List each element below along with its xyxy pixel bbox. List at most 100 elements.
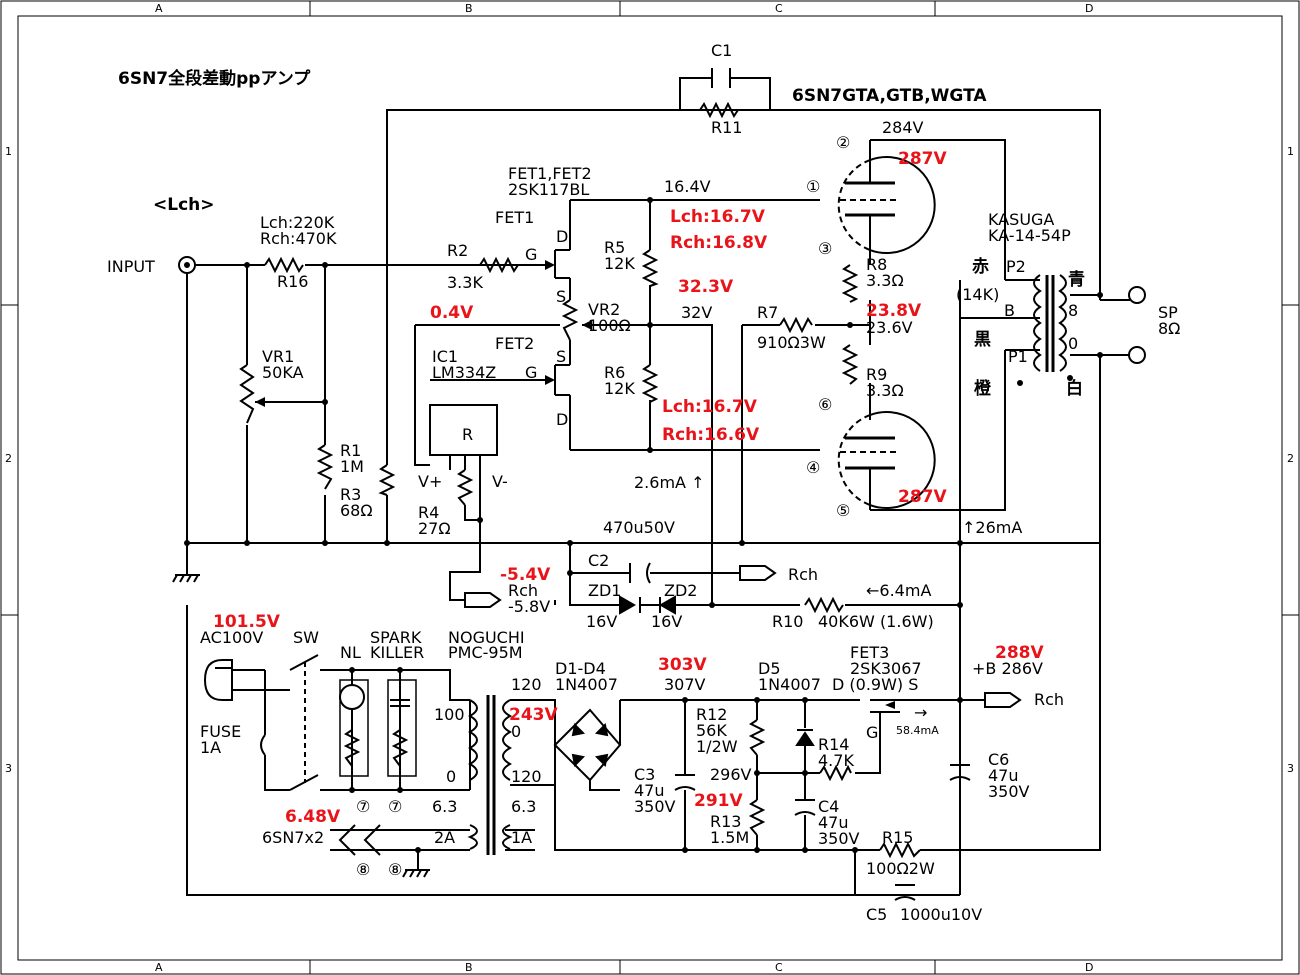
r15-resistor — [879, 841, 921, 859]
measured-04v: 0.4V — [430, 303, 474, 323]
c2-label: C2 — [588, 551, 609, 570]
grid-col-d-bottom: D — [1085, 961, 1093, 974]
ic1-part: LM334Z — [432, 363, 496, 382]
fet1-g: G — [525, 245, 537, 264]
winding-orange: 橙 — [974, 378, 992, 399]
diodes — [571, 595, 815, 768]
r15-label: R15 — [882, 828, 913, 847]
rch-m58-value: -5.8V — [508, 597, 550, 616]
r6-label: R6 — [604, 363, 625, 382]
spark-label: SPARK — [370, 628, 422, 647]
fet-symbols — [554, 249, 900, 725]
heater-2a: 2A — [434, 828, 455, 847]
r11-resistor — [699, 101, 739, 119]
r5-resistor — [641, 249, 659, 287]
current-26ma-b: ↑26mA — [962, 518, 1022, 537]
r7-label: R7 — [757, 303, 778, 322]
current-64ma: ←6.4mA — [866, 581, 931, 600]
r13-resistor — [748, 799, 766, 836]
r14-value: 4.7K — [818, 751, 854, 770]
ground-symbol-heater — [402, 869, 430, 878]
r8-value: 3.3Ω — [866, 271, 904, 290]
measured-m54v: -5.4V — [500, 565, 551, 585]
secondary-0: 0 — [511, 722, 521, 741]
ka-part-label: KA-14-54P — [988, 226, 1071, 245]
r1-label: R1 — [340, 441, 361, 460]
fet2-d: D — [556, 410, 568, 429]
winding-white: 白 — [1066, 378, 1083, 399]
sp-terminal-plus[interactable] — [1128, 286, 1146, 304]
pmc-label: PMC-95M — [448, 643, 523, 662]
ic1-vplus: V+ — [418, 472, 442, 491]
page-title: 6SN7全段差動ppアンプ — [118, 68, 311, 89]
ic1-label: IC1 — [432, 347, 458, 366]
measured-243v: 243V — [509, 705, 558, 725]
grid-row-3: 3 — [5, 762, 12, 775]
fet12-label: FET1,FET2 — [508, 164, 592, 183]
impedance-14k: (14K) — [956, 285, 999, 304]
lch-220k-label: Lch:220K — [260, 213, 335, 232]
r10-resistor — [804, 596, 844, 614]
v164-label: 16.4V — [664, 177, 711, 196]
kasuga-label: KASUGA — [988, 210, 1054, 229]
c5-label: C5 — [866, 905, 887, 924]
rch-label-3: Rch — [1034, 690, 1064, 709]
r7-value: 910Ω3W — [757, 333, 826, 352]
b-label: B — [1004, 301, 1015, 320]
p1-label: P1 — [1008, 347, 1028, 366]
measured-303v: 303V — [658, 655, 707, 675]
sp-terminal-minus[interactable] — [1128, 346, 1146, 364]
fet3-current: 58.4mA — [896, 724, 939, 737]
c1-label: C1 — [711, 41, 732, 60]
input-jack-center — [184, 262, 190, 268]
r3-resistor — [378, 464, 396, 496]
fet2-arrow — [545, 375, 555, 385]
power-switch — [289, 654, 319, 791]
fet2-g: G — [525, 363, 537, 382]
pin7a: ⑦ — [356, 797, 370, 816]
sp-label: SP — [1158, 303, 1178, 322]
nl-box — [339, 679, 369, 777]
r6-resistor — [641, 364, 659, 403]
v284-label: 284V — [882, 118, 924, 137]
r5-label: R5 — [604, 238, 625, 257]
measured-rch-166: Rch:16.6V — [662, 425, 760, 445]
sw-label: SW — [293, 628, 319, 647]
pin7b: ⑦ — [388, 797, 402, 816]
grid-col-c: C — [775, 2, 783, 15]
primary-100: 100 — [434, 705, 465, 724]
r3-value: 68Ω — [340, 501, 373, 520]
r13-value: 1.5M — [710, 828, 749, 847]
channel-label: <Lch> — [153, 195, 215, 215]
pin6: ⑥ — [818, 395, 832, 414]
grid-row-1-right: 1 — [1287, 145, 1294, 158]
d14-label: D1-D4 — [555, 659, 606, 678]
r1-resistor — [316, 444, 334, 490]
ground-symbol-main — [172, 543, 200, 583]
c4-label: C4 — [818, 797, 839, 816]
vr2-value: 100Ω — [588, 316, 631, 335]
fet2-s: S — [556, 347, 566, 366]
r6-value: 12K — [604, 379, 635, 398]
heater-6sn7x2: 6SN7x2 — [262, 828, 324, 847]
c6-voltage: 350V — [988, 782, 1030, 801]
c6-value: 47u — [988, 766, 1019, 785]
r10-label: R10 — [772, 612, 803, 631]
junction-dots — [184, 197, 1103, 853]
measured-323v: 32.3V — [678, 277, 734, 297]
noguchi-label: NOGUCHI — [448, 628, 525, 647]
r12-value: 56K — [696, 721, 727, 740]
pin8b: ⑧ — [388, 860, 402, 879]
nl-resistor — [343, 729, 361, 767]
c3-label: C3 — [634, 765, 655, 784]
vr2-label: VR2 — [588, 300, 620, 319]
tap-8: 8 — [1068, 301, 1078, 320]
r2-label: R2 — [447, 241, 468, 260]
r10-value: 40K6W (1.6W) — [818, 612, 934, 631]
pin3: ③ — [818, 239, 832, 258]
nl-label: NL — [340, 643, 361, 662]
fet12-part: 2SK117BL — [508, 180, 589, 199]
fet1-arrow — [545, 260, 555, 270]
tap-0: 0 — [1068, 334, 1078, 353]
rch-label-2: Rch — [508, 581, 538, 600]
